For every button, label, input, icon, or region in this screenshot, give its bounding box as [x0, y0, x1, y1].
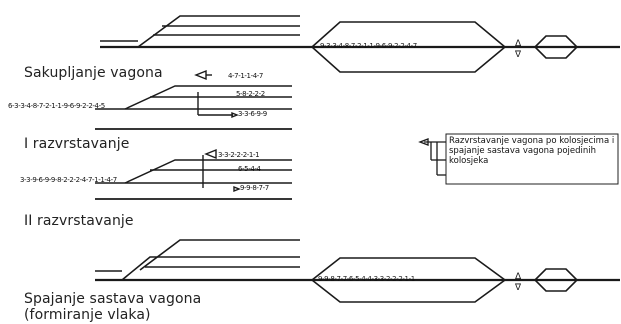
stage-label-second-sorting: II razvrstavanje: [24, 213, 134, 229]
collection-yard: [100, 15, 620, 73]
sequence-second-track-3: 9-9-8-7-7: [240, 184, 269, 192]
sequence-first-track-2: 5-8-2-2-2: [236, 90, 265, 98]
svg-text:Δ: Δ: [515, 272, 522, 282]
second-sorting-yard: [95, 148, 292, 200]
sequence-formation-train: 9-9-8-7-7-6-5-4-4-3-3-2-2-2-1-1: [318, 275, 415, 283]
stage-label-first-sorting: I razvrstavanje: [24, 136, 130, 152]
svg-text:Δ: Δ: [515, 39, 522, 49]
formation-yard: [95, 239, 620, 303]
sequence-collection-train: 9-3-3-4-8-7-2-1-1-9-6-9-2-2-4-7: [320, 42, 417, 50]
sequence-first-track-3: 3-3-6-9-9: [238, 110, 267, 118]
sorting-note: Razvrstavanje vagona po kolosjecima i sp…: [449, 136, 615, 166]
svg-text:∇: ∇: [514, 283, 522, 293]
sequence-first-input: 6-3-3-4-8-7-2-1-1-9-6-9-2-2-4-5: [8, 102, 105, 110]
stage-label-formation: Spajanje sastava vagona (formiranje vlak…: [24, 291, 202, 323]
formation-markers: Δ ∇: [514, 272, 522, 293]
sequence-second-input: 3-3-9-6-9-9-8-2-2-2-4-7-1-1-4-7: [20, 176, 117, 184]
sequence-first-track-1: 4-7-1-1-4-7: [228, 72, 263, 80]
sequence-second-track-2: 6-5-4-4: [238, 165, 261, 173]
collection-markers: Δ ∇: [514, 39, 522, 60]
stage-label-collection: Sakupljanje vagona: [24, 65, 163, 81]
svg-text:∇: ∇: [514, 50, 522, 60]
sequence-second-track-1: 3-3-2-2-2-1-1: [218, 151, 260, 159]
first-sorting-yard: [95, 69, 292, 130]
note-connector: [418, 133, 619, 185]
